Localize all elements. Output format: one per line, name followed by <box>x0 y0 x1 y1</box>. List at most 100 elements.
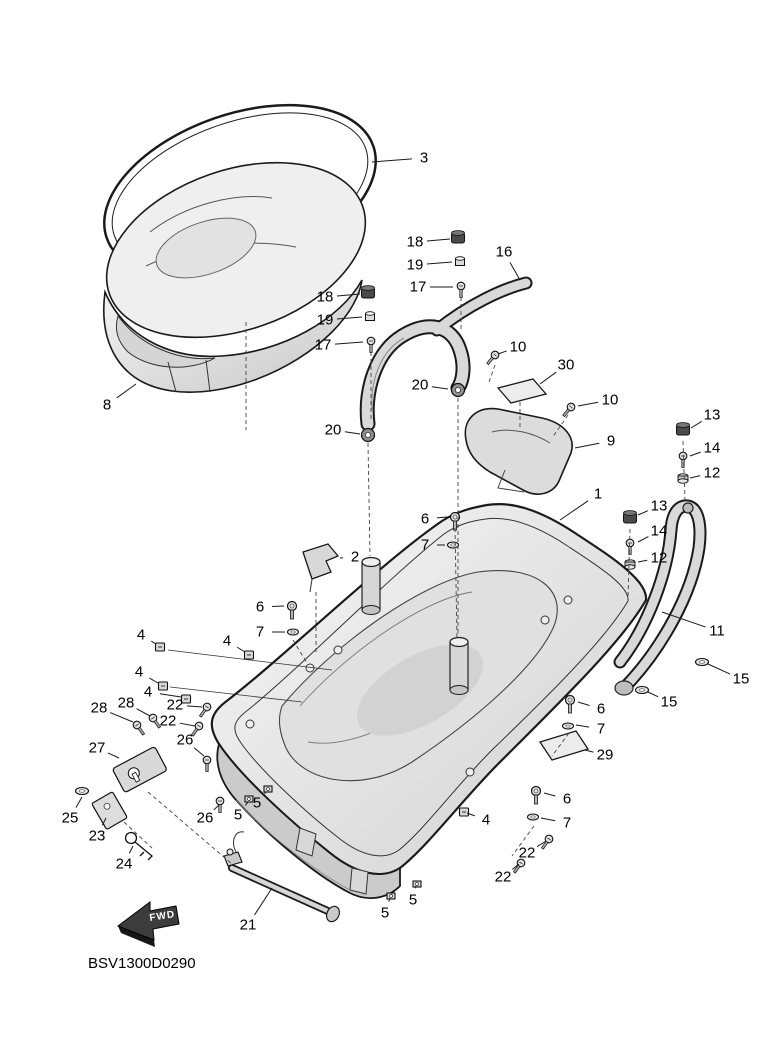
callout-number: 3 <box>420 150 428 167</box>
part-17-screw <box>456 281 466 299</box>
callout-leader <box>336 293 361 297</box>
callout-leader <box>509 262 521 281</box>
callout-number: 4 <box>135 664 143 681</box>
side-rail <box>613 499 707 696</box>
rim-boss <box>465 767 475 777</box>
pad-30 <box>496 378 548 404</box>
callout-leader <box>575 724 590 728</box>
callout-leader <box>689 475 701 479</box>
callout-number: 15 <box>661 694 678 711</box>
callout-leader <box>128 845 134 854</box>
callout-number: 28 <box>91 700 108 717</box>
callout-number: 18 <box>317 289 334 306</box>
part-12-nut <box>624 559 636 570</box>
callout-leader <box>109 712 134 723</box>
part-19-collar <box>455 256 465 266</box>
callout-number: 30 <box>558 357 575 374</box>
callout-leader <box>136 708 151 717</box>
part-10-screw <box>484 349 501 367</box>
part-28-screw <box>131 719 148 738</box>
key-24 <box>124 831 153 861</box>
callout-leader <box>254 887 273 916</box>
callout-number: 14 <box>651 523 668 540</box>
callout-number: 10 <box>602 392 619 409</box>
part-5-clip <box>386 892 396 900</box>
part-7-washer <box>446 541 460 549</box>
callout-leader <box>159 693 182 698</box>
callout-leader <box>661 611 706 628</box>
callout-number: 17 <box>315 337 332 354</box>
part-6-bolt <box>564 694 576 714</box>
part-19-collar <box>365 311 375 321</box>
callout-number: 16 <box>496 244 513 261</box>
callout-number: 7 <box>256 624 264 641</box>
rear-bracket <box>464 407 573 495</box>
callout-number: 6 <box>563 791 571 808</box>
part-14-screw <box>625 538 635 556</box>
part-5-clip <box>263 785 273 793</box>
callout-leader <box>371 158 413 163</box>
clip-bracket-2 <box>302 543 340 593</box>
callout-number: 20 <box>325 422 342 439</box>
callout-number: 13 <box>651 498 668 515</box>
callout-number: 26 <box>197 810 214 827</box>
callout-leader <box>116 383 137 399</box>
callout-leader <box>426 261 453 265</box>
part-4-clip <box>458 807 470 817</box>
callout-number: 9 <box>607 433 615 450</box>
callout-leader <box>647 691 659 698</box>
callout-number: 2 <box>351 549 359 566</box>
callout-number: 5 <box>253 795 261 812</box>
part-13-cap <box>623 510 637 524</box>
callout-number: 22 <box>519 845 536 862</box>
bracket-23 <box>91 791 128 830</box>
callout-number: 26 <box>177 732 194 749</box>
part-18-cap <box>451 230 465 244</box>
callout-leader <box>107 752 120 759</box>
callout-number: 23 <box>89 828 106 845</box>
mounting-post <box>361 556 381 615</box>
callout-leader <box>543 792 556 797</box>
callout-number: 6 <box>597 701 605 718</box>
callout-number: 6 <box>421 511 429 528</box>
callout-leader <box>336 316 363 320</box>
callout-number: 29 <box>597 747 614 764</box>
callout-number: 6 <box>256 599 264 616</box>
callout-number: 22 <box>160 713 177 730</box>
callout-leader <box>577 701 590 706</box>
storage-box <box>210 503 648 899</box>
callout-number: 21 <box>240 917 257 934</box>
callout-number: 22 <box>167 697 184 714</box>
link-rod <box>223 831 340 923</box>
callout-number: 7 <box>597 721 605 738</box>
callout-number: 7 <box>563 815 571 832</box>
part-13-cap <box>676 422 690 436</box>
callout-number: 19 <box>407 257 424 274</box>
part-7-washer <box>526 813 540 821</box>
part-7-washer <box>286 628 300 636</box>
part-4-clip <box>154 642 166 652</box>
callout-number: 11 <box>709 623 725 640</box>
callout-number: 27 <box>89 740 106 757</box>
callout-number: 12 <box>651 550 668 567</box>
callout-leader <box>271 605 285 607</box>
callout-leader <box>388 897 391 902</box>
rim-boss <box>245 719 255 729</box>
callout-leader <box>431 386 449 390</box>
callout-leader <box>689 451 701 457</box>
callout-leader <box>151 640 157 645</box>
part-10-screw <box>560 401 577 419</box>
upper-handle-bracket <box>359 276 533 432</box>
callout-leader <box>511 863 520 870</box>
part-20-grommet <box>450 382 466 398</box>
part-17-screw <box>366 336 376 354</box>
callout-leader <box>536 840 547 848</box>
part-18-cap <box>361 285 375 299</box>
part-12-nut <box>677 473 689 484</box>
callout-number: 14 <box>704 440 721 457</box>
callout-leader <box>690 420 703 429</box>
callout-number: 4 <box>482 812 490 829</box>
part-5-clip <box>412 880 422 888</box>
